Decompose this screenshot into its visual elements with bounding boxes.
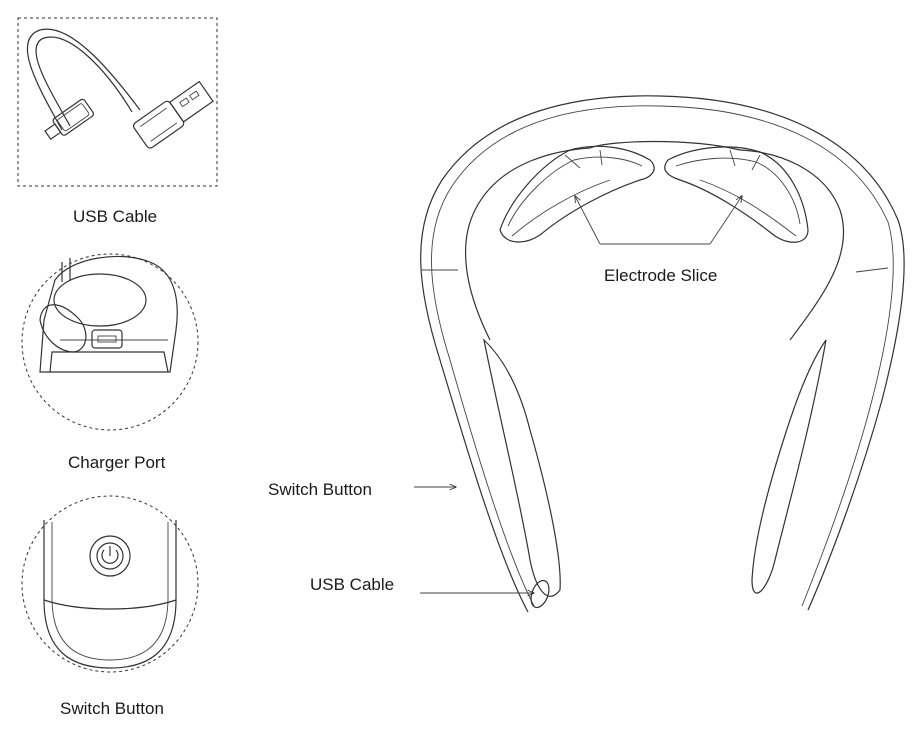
switch-button-frame [21, 495, 199, 673]
electrode-slice-label: Electrode Slice [604, 266, 718, 285]
usb-cable-frame [17, 17, 218, 187]
neck-massager [420, 95, 905, 613]
left-electrode [499, 145, 655, 243]
switch-button-illustration [21, 495, 199, 673]
charger-port-caption: Charger Port [68, 453, 166, 472]
electrode-callout-lines [575, 196, 742, 245]
switch-button-caption: Switch Button [60, 699, 164, 718]
switch-button-callout-label: Switch Button [268, 480, 372, 499]
usb-cable-caption: USB Cable [73, 207, 158, 226]
power-icon[interactable] [96, 542, 124, 570]
usb-cable-illustration [17, 17, 218, 187]
charger-port-frame [21, 253, 199, 431]
charger-port-illustration [21, 253, 199, 431]
usb-cable-callout-label: USB Cable [310, 575, 395, 594]
right-electrode [664, 146, 809, 243]
